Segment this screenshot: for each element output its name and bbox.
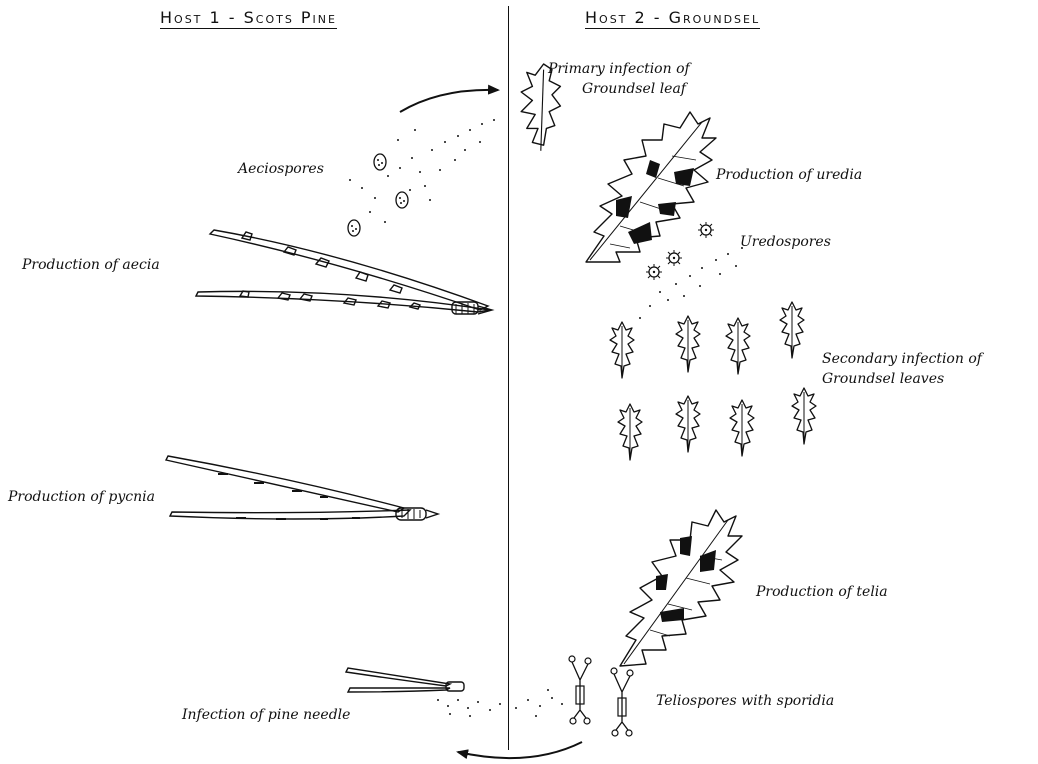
- secondary-leaf-2: [676, 316, 700, 372]
- aeciospore-2: [396, 192, 408, 208]
- uredospore-3: [646, 264, 662, 280]
- aecia-label: Production of aecia: [22, 256, 160, 274]
- aeciospores-label: Aeciospores: [238, 160, 324, 178]
- pine-needle-infection: [346, 668, 464, 692]
- pine-needle-infection-label: Infection of pine needle: [182, 706, 350, 724]
- arrow-to-groundsel: [400, 90, 498, 112]
- teliospore-1: [569, 656, 591, 724]
- secondary-infection-label-line2: Groundsel leaves: [822, 370, 944, 388]
- pine-needles-pycnia: [166, 456, 438, 520]
- telia-label: Production of telia: [756, 583, 888, 601]
- secondary-infection-label-line1: Secondary infection of: [822, 350, 982, 368]
- uredospores-label: Uredospores: [740, 233, 831, 251]
- secondary-leaf-5: [618, 404, 642, 460]
- primary-infection-label-line2: Groundsel leaf: [582, 80, 686, 98]
- arrow-to-pine: [458, 742, 582, 758]
- teliospores-label: Teliospores with sporidia: [656, 692, 834, 710]
- groundsel-leaves-secondary: [610, 302, 816, 460]
- uredospore-2: [666, 250, 682, 266]
- secondary-leaf-7: [730, 400, 754, 456]
- aeciospore-3: [348, 220, 360, 236]
- aeciospore-1: [374, 154, 386, 170]
- groundsel-leaf-telia: [620, 510, 742, 666]
- secondary-leaf-6: [676, 396, 700, 452]
- secondary-leaf-4: [780, 302, 804, 358]
- uredospore-1: [698, 222, 714, 238]
- pine-needles-aecia: [196, 230, 492, 314]
- primary-infection-label-line1: Primary infection of: [548, 60, 690, 78]
- groundsel-leaf-uredia: [586, 112, 716, 262]
- uredospore-dots: [639, 247, 743, 319]
- secondary-leaf-8: [792, 388, 816, 444]
- teliospore-2: [611, 668, 633, 736]
- aeciospore-dots: [349, 119, 495, 223]
- secondary-leaf-1: [610, 322, 634, 378]
- uredia-label: Production of uredia: [716, 166, 862, 184]
- sporidia-dots: [437, 689, 563, 717]
- secondary-leaf-3: [726, 318, 750, 374]
- pycnia-label: Production of pycnia: [8, 488, 155, 506]
